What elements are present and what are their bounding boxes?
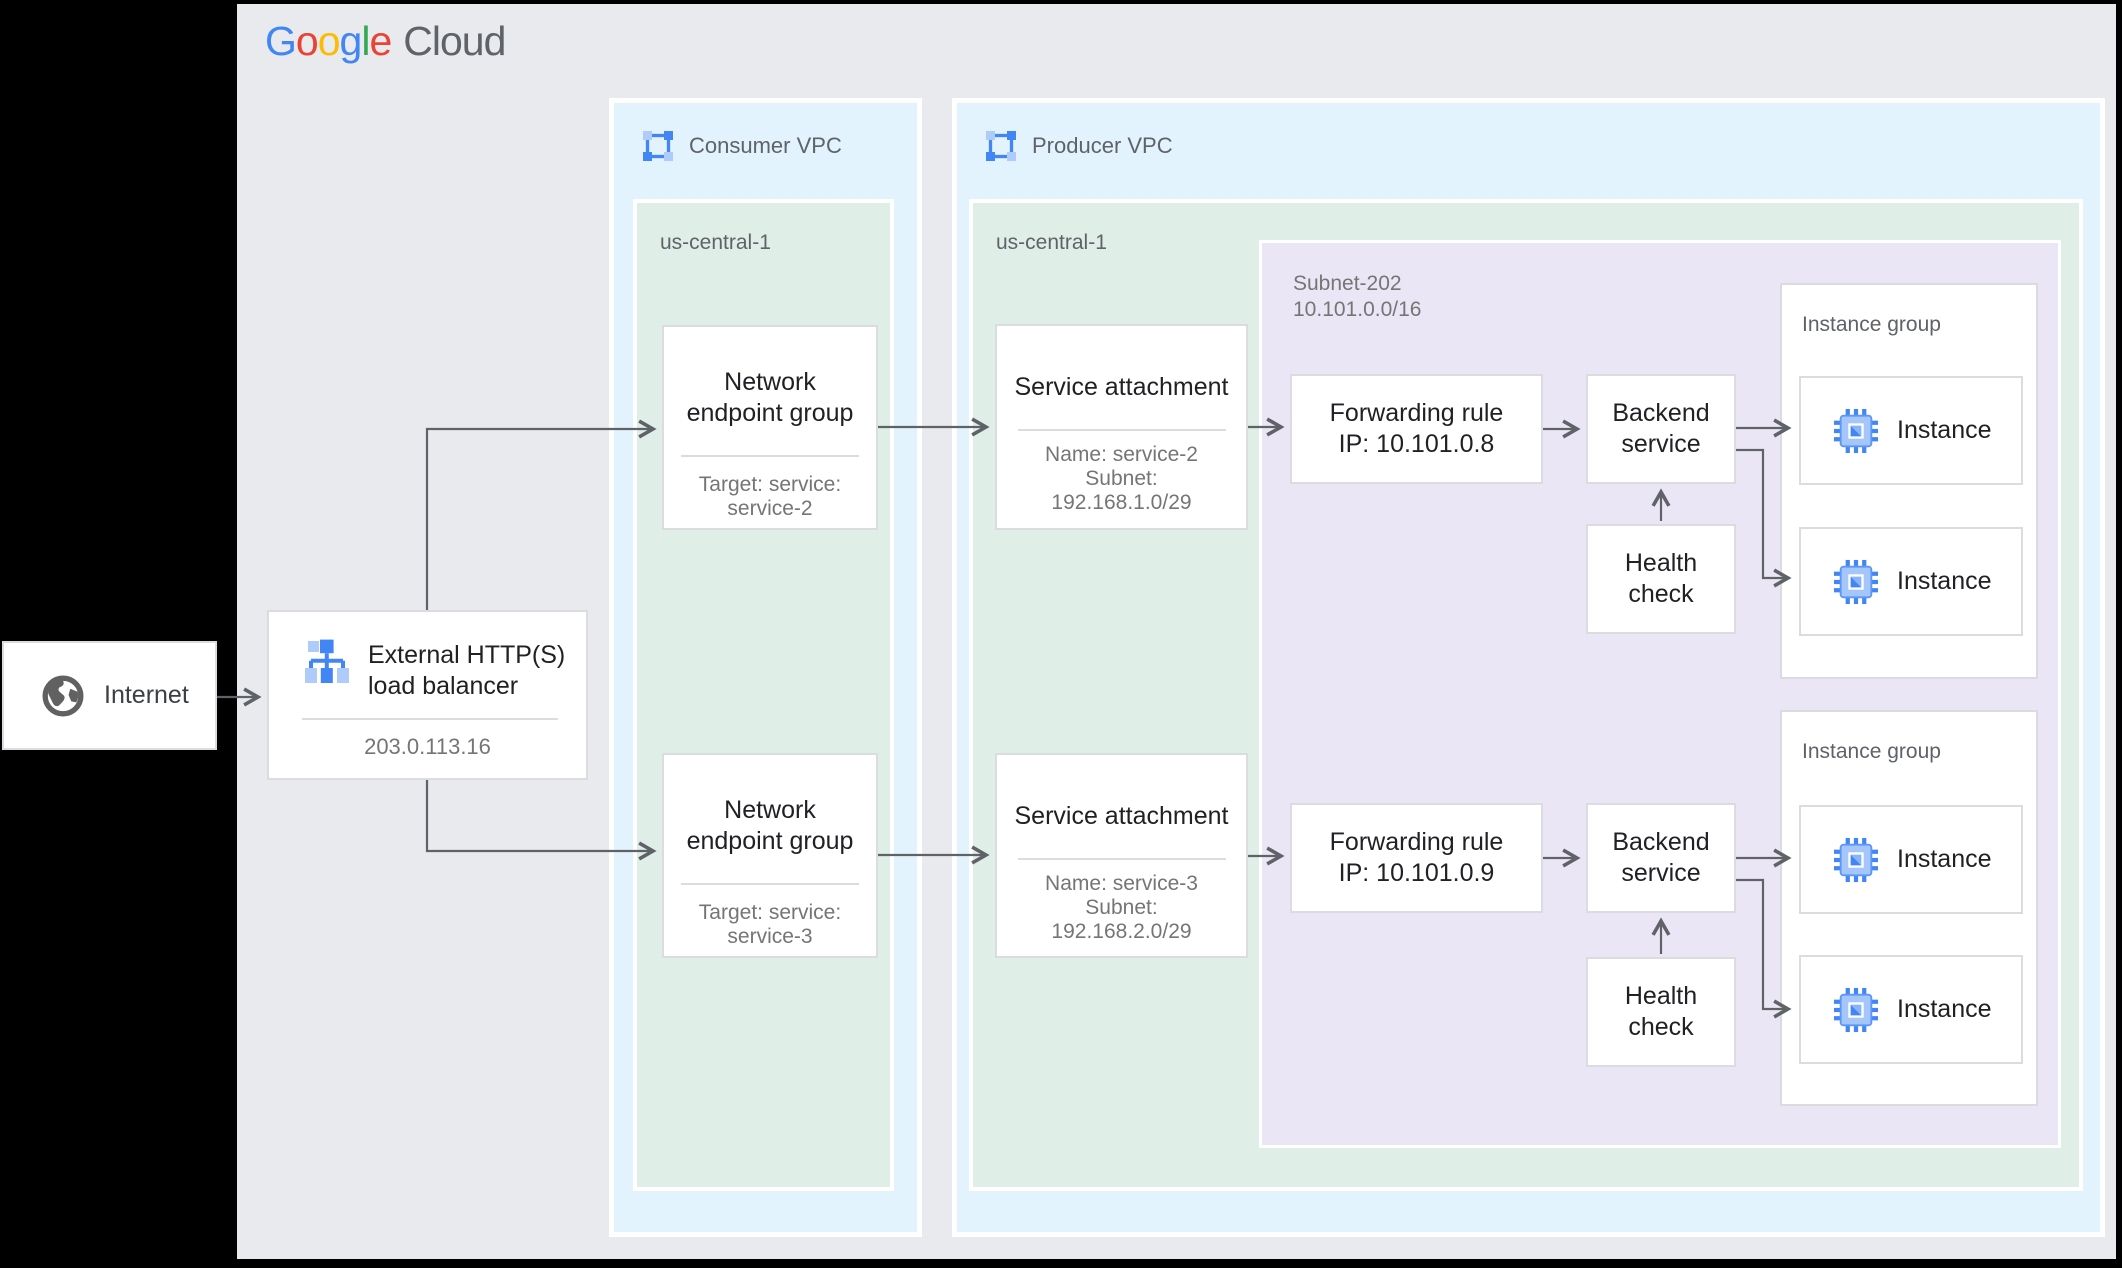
fr2-text: Forwarding rule IP: 10.101.0.9 (1329, 828, 1504, 887)
compute-instance-icon (1833, 837, 1879, 882)
instance-group-2: Instance group Instance (1780, 710, 2038, 1106)
producer-vpc-label: Producer VPC (1032, 133, 1173, 158)
logo-cloud-text: Cloud (403, 18, 506, 64)
load-balancer-icon (305, 639, 349, 683)
logo-letter: o (317, 18, 341, 64)
compute-instance-icon (1833, 408, 1879, 453)
subnet-label: Subnet-202 10.101.0.0/16 (1293, 271, 1421, 323)
sa2-details: Name: service-3 Subnet: 192.168.2.0/29 (1045, 872, 1198, 943)
logo-letter: l (361, 18, 370, 64)
load-balancer-ip: 203.0.113.16 (364, 734, 491, 759)
instance-4: Instance (1799, 955, 2023, 1064)
bs1-text: Backend service (1612, 399, 1710, 458)
divider (1017, 858, 1226, 860)
health-check-1: Health check (1586, 524, 1736, 634)
neg2-title: Network endpoint group (686, 796, 854, 855)
instance-label: Instance (1897, 845, 1992, 873)
logo-letter: e (369, 18, 392, 64)
divider (302, 718, 558, 720)
sa1-details: Name: service-2 Subnet: 192.168.1.0/29 (1045, 443, 1198, 514)
instance-2: Instance (1799, 527, 2023, 636)
instance-group-1: Instance group Instance (1780, 283, 2038, 679)
sa2-title: Service attachment (1014, 802, 1229, 830)
load-balancer-title: External HTTP(S) load balancer (368, 641, 566, 700)
consumer-region-label: us-central-1 (660, 231, 771, 254)
compute-instance-icon (1833, 987, 1879, 1032)
fr1-text: Forwarding rule IP: 10.101.0.8 (1329, 399, 1504, 458)
vpc-network-icon (986, 131, 1016, 161)
load-balancer-node: External HTTP(S) load balancer 203.0.113… (267, 610, 588, 780)
logo-letter: o (295, 18, 319, 64)
forwarding-rule-1: Forwarding rule IP: 10.101.0.8 (1290, 374, 1543, 484)
health-check-2: Health check (1586, 957, 1736, 1067)
vpc-network-icon (643, 131, 673, 161)
logo-letter: g (339, 18, 363, 64)
instance-label: Instance (1897, 995, 1992, 1023)
compute-instance-icon (1833, 559, 1879, 604)
network-endpoint-group-1: Network endpoint group Target: service: … (662, 325, 878, 530)
instance-group-1-label: Instance group (1802, 313, 1941, 336)
instance-1: Instance (1799, 376, 2023, 485)
subnet-name: Subnet-202 (1293, 272, 1402, 295)
neg1-title: Network endpoint group (686, 368, 854, 427)
producer-vpc-header: Producer VPC (983, 128, 1173, 164)
globe-icon (42, 674, 84, 717)
divider (681, 455, 859, 457)
sa1-title: Service attachment (1014, 373, 1229, 401)
consumer-vpc-container: Consumer VPC us-central-1 (614, 103, 917, 1232)
network-endpoint-group-2: Network endpoint group Target: service: … (662, 753, 878, 958)
instance-label: Instance (1897, 416, 1992, 444)
subnet-cidr: 10.101.0.0/16 (1293, 298, 1422, 321)
divider (1017, 429, 1226, 431)
instance-group-2-label: Instance group (1802, 740, 1941, 763)
service-attachment-2: Service attachment Name: service-3 Subne… (995, 753, 1248, 958)
logo-letter: G (265, 18, 297, 64)
forwarding-rule-2: Forwarding rule IP: 10.101.0.9 (1290, 803, 1543, 913)
producer-region-label: us-central-1 (996, 231, 1107, 254)
consumer-vpc-label: Consumer VPC (689, 133, 842, 158)
backend-service-2: Backend service (1586, 803, 1736, 913)
backend-service-1: Backend service (1586, 374, 1736, 484)
neg1-target: Target: service: service-2 (698, 473, 842, 520)
service-attachment-1: Service attachment Name: service-2 Subne… (995, 324, 1248, 530)
hc1-text: Health check (1624, 549, 1698, 608)
internet-label: Internet (104, 681, 189, 709)
instance-label: Instance (1897, 567, 1992, 595)
instance-3: Instance (1799, 805, 2023, 914)
consumer-vpc-header: Consumer VPC (640, 128, 842, 164)
neg2-target: Target: service: service-3 (698, 901, 842, 948)
hc2-text: Health check (1624, 982, 1698, 1041)
bs2-text: Backend service (1612, 828, 1710, 887)
divider (681, 883, 859, 885)
internet-node: Internet (2, 641, 217, 750)
